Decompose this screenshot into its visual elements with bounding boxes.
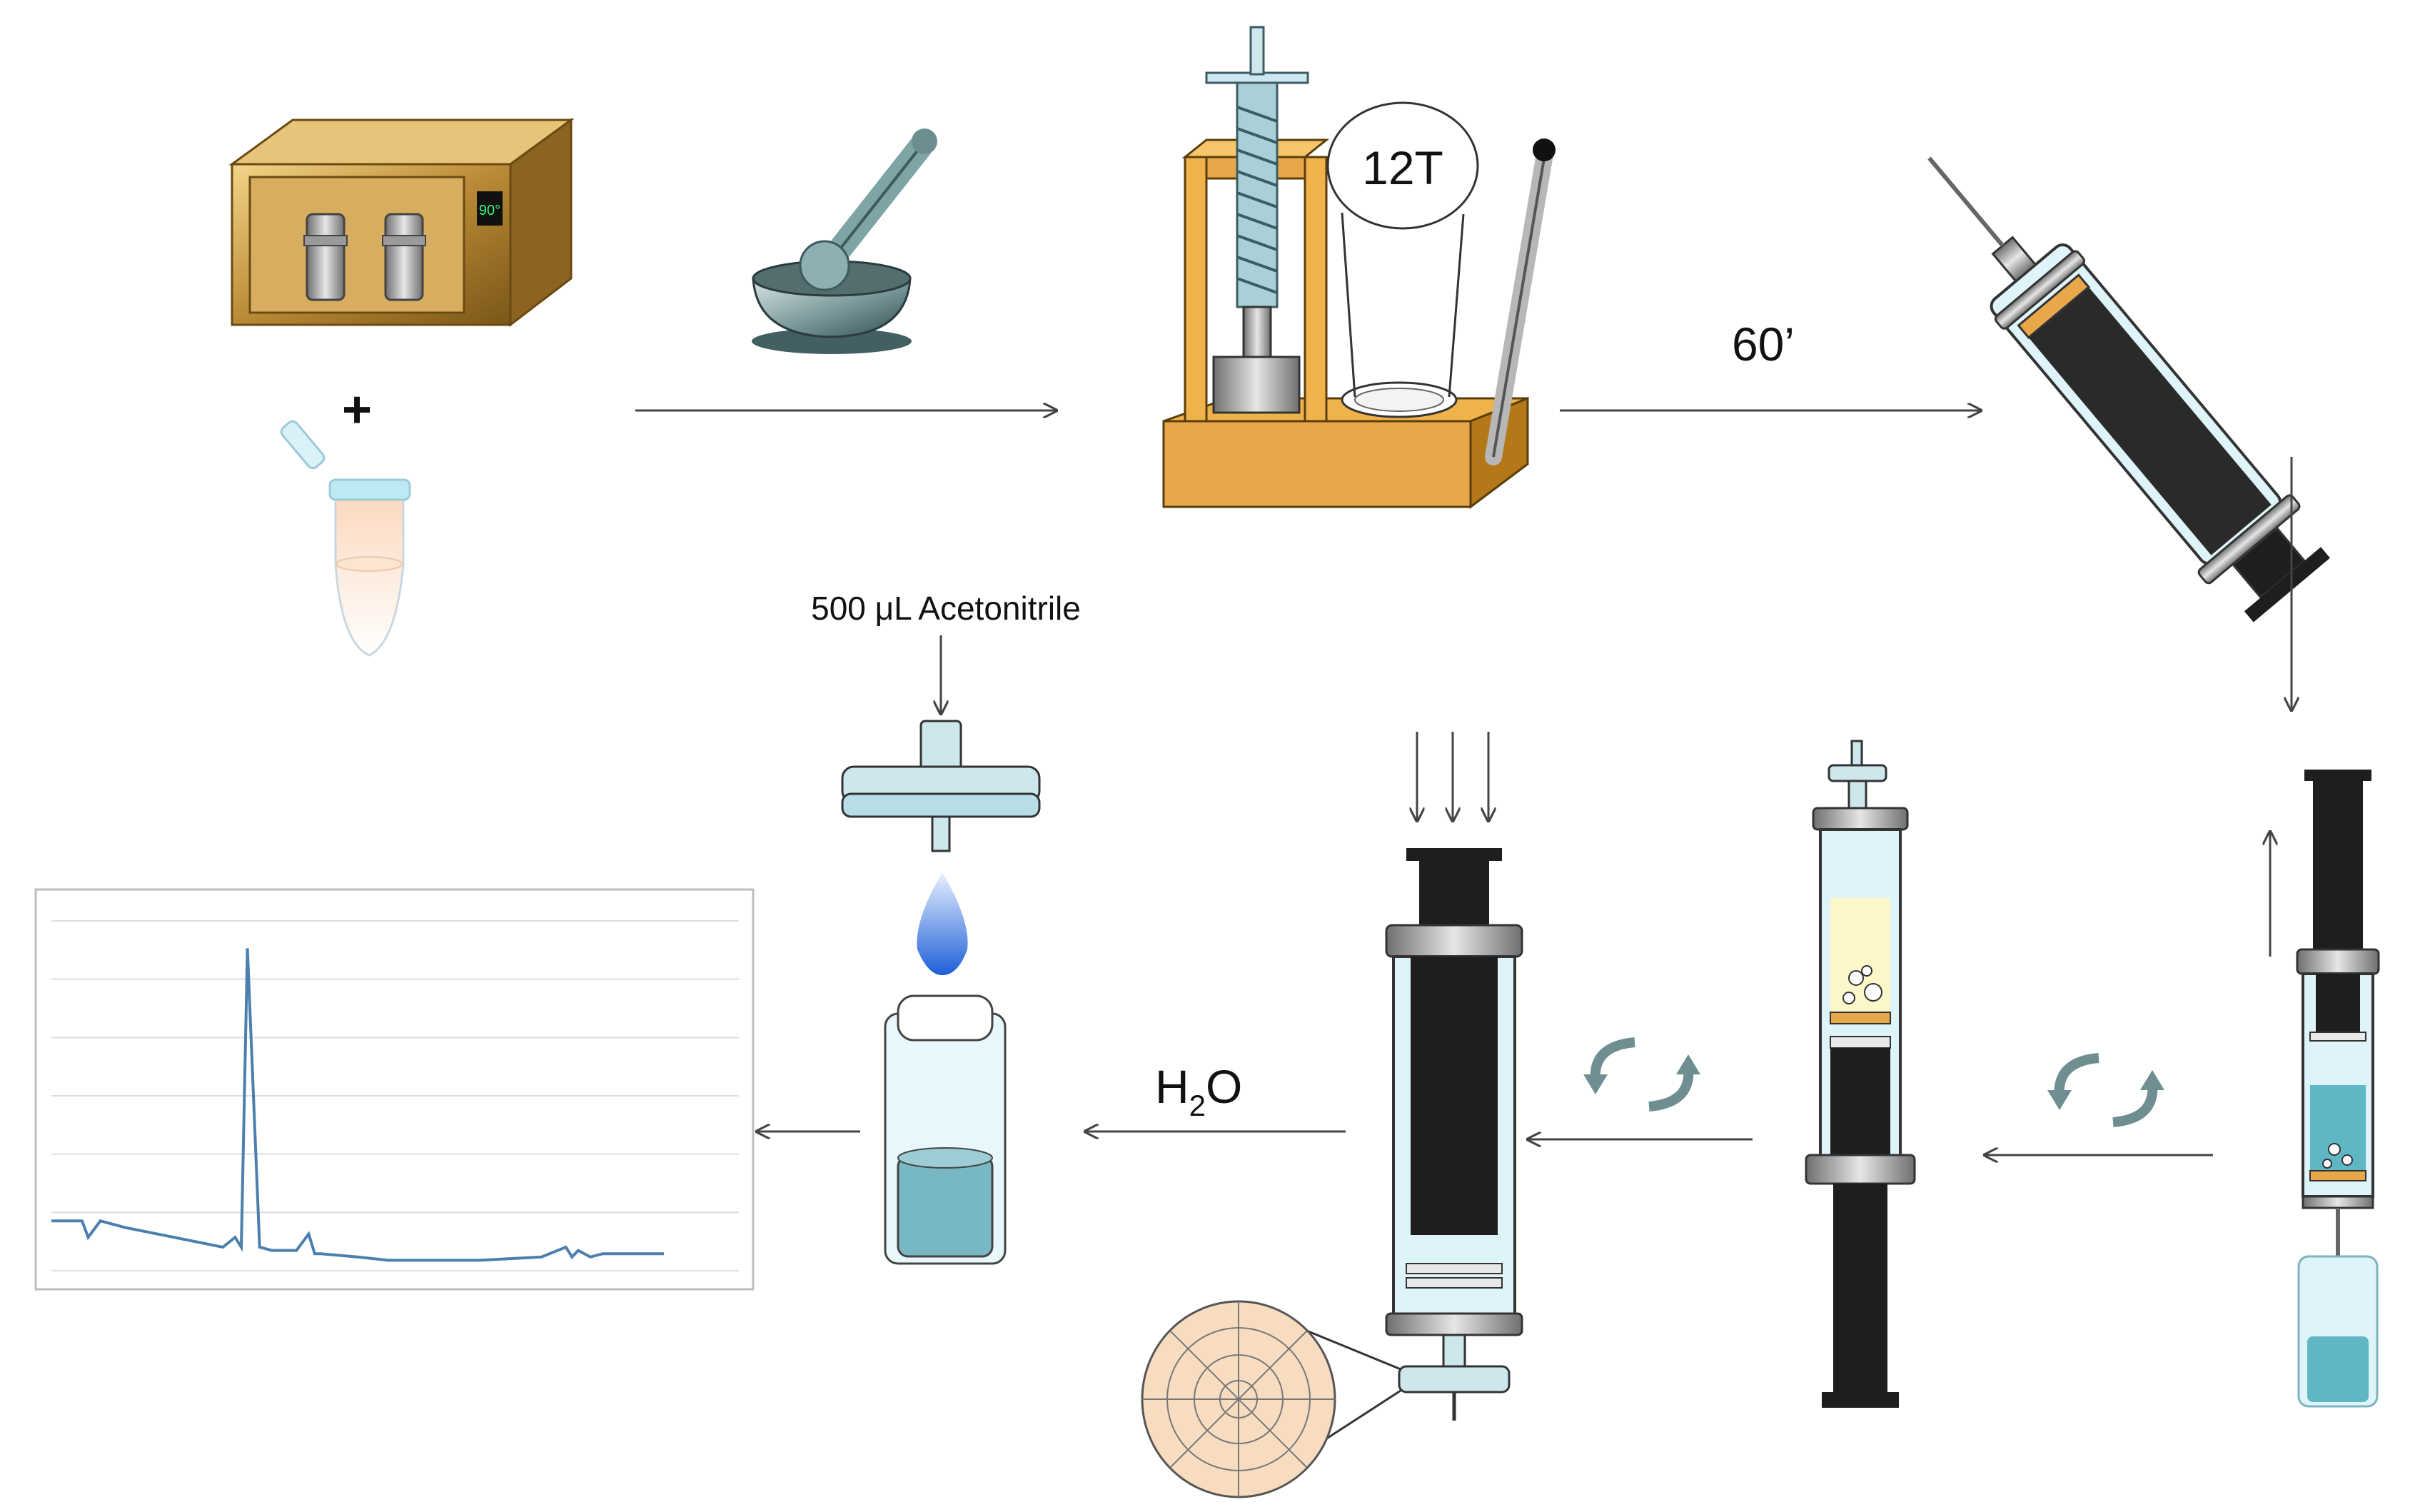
water-label-subscript: 2 xyxy=(1189,1089,1206,1122)
oven-vial xyxy=(303,213,348,301)
water-label-o: O xyxy=(1206,1060,1242,1113)
chromatogram xyxy=(34,888,755,1291)
solvent-label: 500 μL Acetonitrile xyxy=(811,590,1081,627)
pressure-callout xyxy=(1326,101,1479,230)
water-label-h: H xyxy=(1155,1060,1189,1113)
rotation-icon xyxy=(2047,1053,2164,1127)
elution-filter xyxy=(841,720,1041,852)
oven-display xyxy=(477,191,503,226)
collection-vial xyxy=(884,994,1007,1265)
water-wash-syringe xyxy=(1385,848,1523,1421)
mortar-and-pestle xyxy=(752,128,937,354)
thermometer-bulb xyxy=(1533,138,1556,161)
press-screw-thread xyxy=(1236,106,1278,294)
sample-tube xyxy=(280,420,411,657)
chromatogram-trace xyxy=(51,948,664,1262)
time-label: 60’ xyxy=(1732,318,1795,371)
plus-sign: + xyxy=(342,381,372,438)
sample-loading-syringe xyxy=(2296,770,2380,1408)
filter-disc xyxy=(1141,1300,1401,1498)
syringe-filter xyxy=(1398,1365,1511,1393)
oven-vial xyxy=(382,213,426,301)
pressure-label: 12T xyxy=(1362,141,1443,194)
oven: 90° xyxy=(228,118,575,328)
mixing-syringe xyxy=(1805,740,1916,1408)
hydraulic-press: 12T xyxy=(1162,26,1556,509)
packed-syringe-diagonal xyxy=(1927,156,2330,623)
acetonitrile-drop xyxy=(917,872,968,975)
chromatogram-grid xyxy=(51,920,739,1271)
water-label: H2O xyxy=(1155,1060,1242,1122)
oven-display-text: 90° xyxy=(479,203,500,218)
rotation-icon xyxy=(1583,1037,1700,1112)
